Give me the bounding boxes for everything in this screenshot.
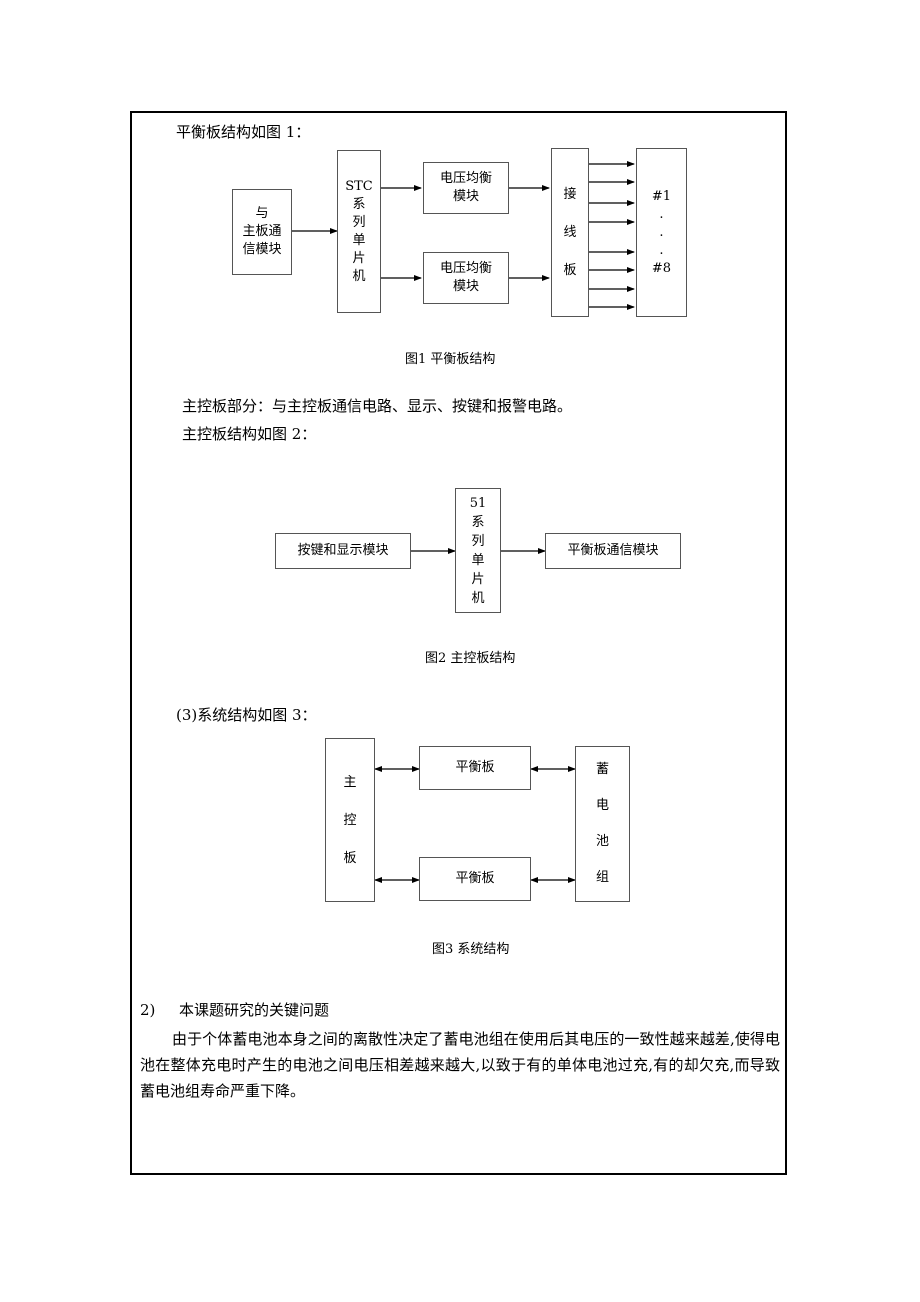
voltage-balance-module-bottom: 电压均衡 模块: [423, 252, 509, 304]
fig1-intro: 平衡板结构如图 1：: [176, 123, 311, 141]
main-board-description: 主控板部分：与主控板通信电路、显示、按键和报警电路。: [182, 397, 573, 415]
document-frame: [130, 111, 787, 1175]
fig2-caption: 图2 主控板结构: [425, 651, 516, 666]
key-display-module-box: 按键和显示模块: [275, 533, 411, 569]
voltage-balance-module-top: 电压均衡 模块: [423, 162, 509, 214]
section2-number: 2): [140, 1001, 156, 1019]
terminal-output-arrows: [589, 161, 635, 310]
terminal-board-box: 接 线 板: [551, 148, 589, 317]
fig2-intro: 主控板结构如图 2：: [182, 425, 317, 443]
fig1-caption: 图1 平衡板结构: [405, 352, 496, 367]
stc-mcu-box: STC 系 列 单 片 机: [337, 150, 381, 313]
fig3-caption: 图3 系统结构: [432, 942, 510, 957]
section2-heading: 本课题研究的关键问题: [179, 1001, 330, 1019]
mcu-51-box: 51 系 列 单 片 机: [455, 488, 501, 613]
main-control-board-box: 主 控 板: [325, 738, 375, 902]
battery-pack-box: 蓄 电 池 组: [575, 746, 630, 902]
section2-paragraph: 由于个体蓄电池本身之间的离散性决定了蓄电池组在使用后其电压的一致性越来越差,使得…: [140, 1030, 780, 1100]
fig3-intro: (3)系统结构如图 3：: [176, 706, 317, 724]
channels-box: #1 . . . #8: [636, 148, 687, 317]
balance-comm-module-box: 平衡板通信模块: [545, 533, 681, 569]
comm-module-box: 与 主板通 信模块: [232, 189, 292, 275]
balance-board-top-box: 平衡板: [419, 746, 531, 790]
balance-board-bottom-box: 平衡板: [419, 857, 531, 901]
